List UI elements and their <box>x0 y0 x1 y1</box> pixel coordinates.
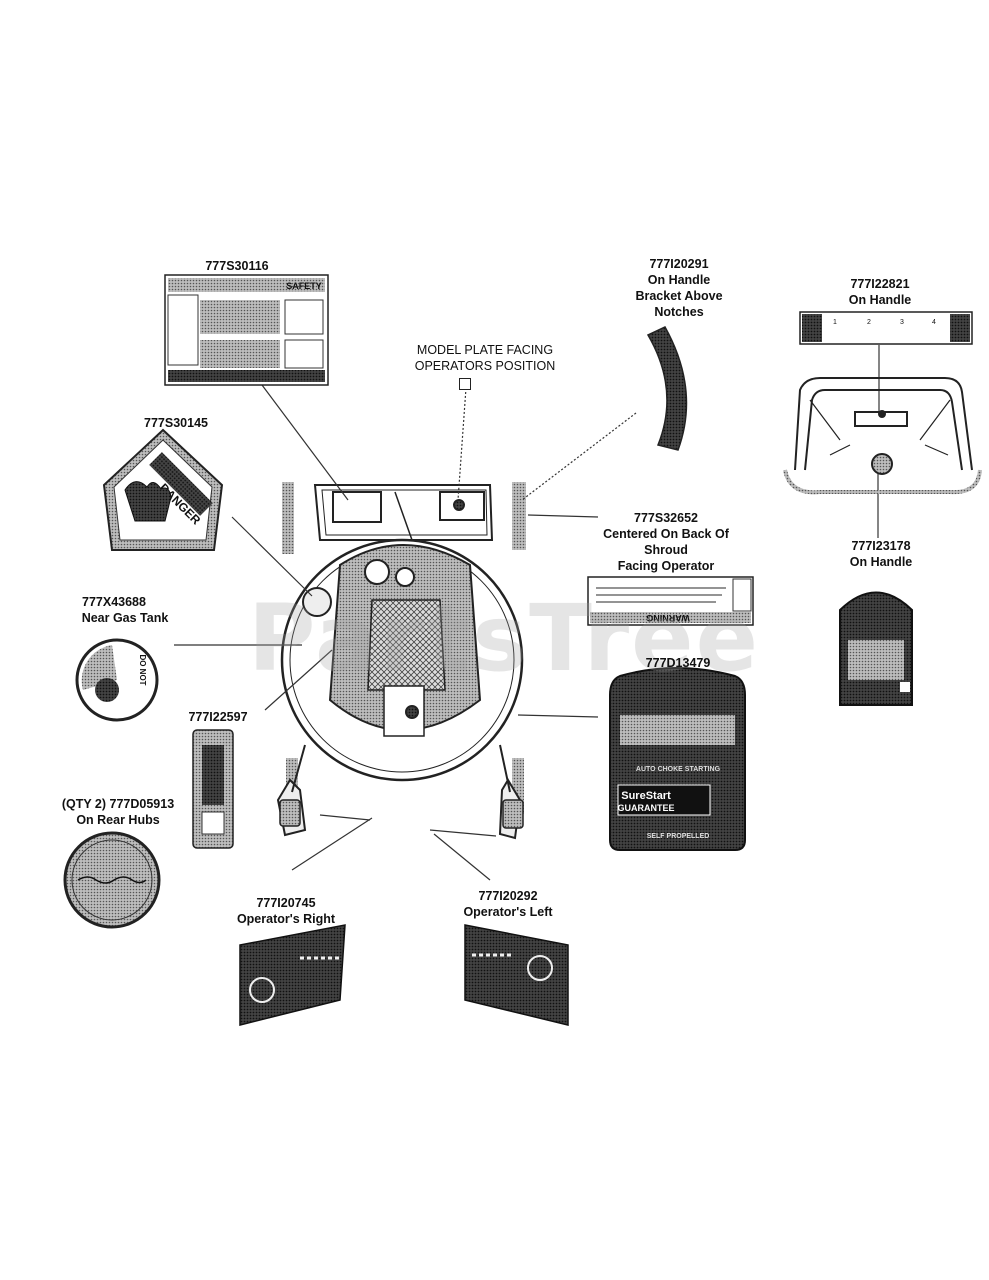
callout-777S32652-line3: Facing Operator <box>617 559 715 573</box>
decal-777I22597-graphic <box>192 729 234 849</box>
decal-777X43688-text: DO NOT <box>138 654 147 685</box>
callout-777X43688-part: 777X43688 <box>82 595 146 609</box>
callout-777S32652-line2: Shroud <box>644 543 688 557</box>
callout-777I23178: 777I23178 On Handle <box>836 538 926 570</box>
decal-777X43688-graphic: DO NOT <box>75 638 159 722</box>
decal-777I22821-graphic: 1 2 3 4 <box>799 311 973 345</box>
callout-model-plate-line2: OPERATORS POSITION <box>414 359 556 373</box>
callout-777D05913-part: (QTY 2) 777D05913 <box>61 797 175 811</box>
decal-777S30116-graphic: SAFETY <box>164 274 329 386</box>
callout-777X43688-line1: Near Gas Tank <box>81 611 169 625</box>
callout-777I20291-line1: On Handle <box>647 273 711 287</box>
callout-777I23178-part: 777I23178 <box>851 539 911 553</box>
callout-777I23178-line1: On Handle <box>849 555 913 569</box>
surestart-line2: GUARANTEE <box>617 803 674 813</box>
decal-area-777S30116 <box>332 491 382 523</box>
callout-777I22597-part: 777I22597 <box>188 710 248 724</box>
callout-777S30145: 777S30145 <box>136 415 216 431</box>
model-plate-marker <box>459 378 471 390</box>
callout-777I22821-part: 777I22821 <box>850 277 910 291</box>
self-propelled-text: SELF PROPELLED <box>647 833 710 840</box>
callout-777S30145-part: 777S30145 <box>144 416 208 430</box>
callout-model-plate: MODEL PLATE FACING OPERATORS POSITION <box>400 342 570 374</box>
callout-777I20292-line1: Operator's Left <box>463 905 553 919</box>
callout-777I22821-line1: On Handle <box>848 293 912 307</box>
callout-777I20745-part: 777I20745 <box>256 896 316 910</box>
callout-777I20291-part: 777I20291 <box>649 257 709 271</box>
callout-777I20745-line1: Operator's Right <box>236 912 336 926</box>
callout-777I22597: 777I22597 <box>178 709 258 725</box>
callout-777D13479-part: 777D13479 <box>645 656 711 670</box>
callout-777X43688: 777X43688 Near Gas Tank <box>60 594 190 626</box>
handle-step-4: 4 <box>932 319 936 326</box>
decal-777I20745-graphic <box>239 924 346 1026</box>
callout-777I20291: 777I20291 On Handle Bracket Above Notche… <box>626 256 732 320</box>
callout-model-plate-line1: MODEL PLATE FACING <box>416 343 554 357</box>
decal-777S32652-graphic: WARNING <box>587 576 754 626</box>
callout-777D05913-line1: On Rear Hubs <box>76 813 160 827</box>
decal-777D05913-graphic <box>63 831 161 929</box>
callout-777S30116: 777S30116 <box>197 258 277 274</box>
decal-777S30145-graphic: DANGER <box>102 428 224 551</box>
callout-777I22821: 777I22821 On Handle <box>838 276 922 308</box>
callout-777I20745: 777I20745 Operator's Right <box>226 895 346 927</box>
decal-777D13479-graphic: SureStart GUARANTEE AUTO CHOKE STARTING … <box>609 667 746 851</box>
leader-lines <box>174 345 880 881</box>
decal-777I20292-graphic <box>464 924 569 1026</box>
callout-777D05913: (QTY 2) 777D05913 On Rear Hubs <box>48 796 188 828</box>
decal-777I20291-graphic <box>646 326 688 451</box>
surestart-line1: SureStart <box>621 790 671 802</box>
handle-step-3: 3 <box>900 319 904 326</box>
auto-choke-text: AUTO CHOKE STARTING <box>636 766 721 773</box>
callout-777I20291-line2: Bracket Above <box>635 289 723 303</box>
handle-step-2: 2 <box>867 319 871 326</box>
decal-777S32652-warning: WARNING <box>646 613 690 623</box>
decal-777S30116-header: SAFETY <box>286 281 322 291</box>
callout-777S30116-part: 777S30116 <box>205 259 269 273</box>
handle-graphic <box>783 377 982 495</box>
watermark-text: PartsTree <box>248 585 760 692</box>
mower-assembly <box>276 482 526 840</box>
callout-777I20292-part: 777I20292 <box>478 889 538 903</box>
decal-777I23178-graphic <box>839 591 913 706</box>
callout-777D13479: 777D13479 <box>628 655 728 671</box>
callout-777S32652: 777S32652 Centered On Back Of Shroud Fac… <box>596 510 736 574</box>
handle-step-1: 1 <box>833 319 837 326</box>
callout-777S32652-line1: Centered On Back Of <box>603 527 729 541</box>
callout-777S32652-part: 777S32652 <box>634 511 698 525</box>
callout-777I20291-line3: Notches <box>654 305 704 319</box>
callout-777I20292: 777I20292 Operator's Left <box>448 888 568 920</box>
